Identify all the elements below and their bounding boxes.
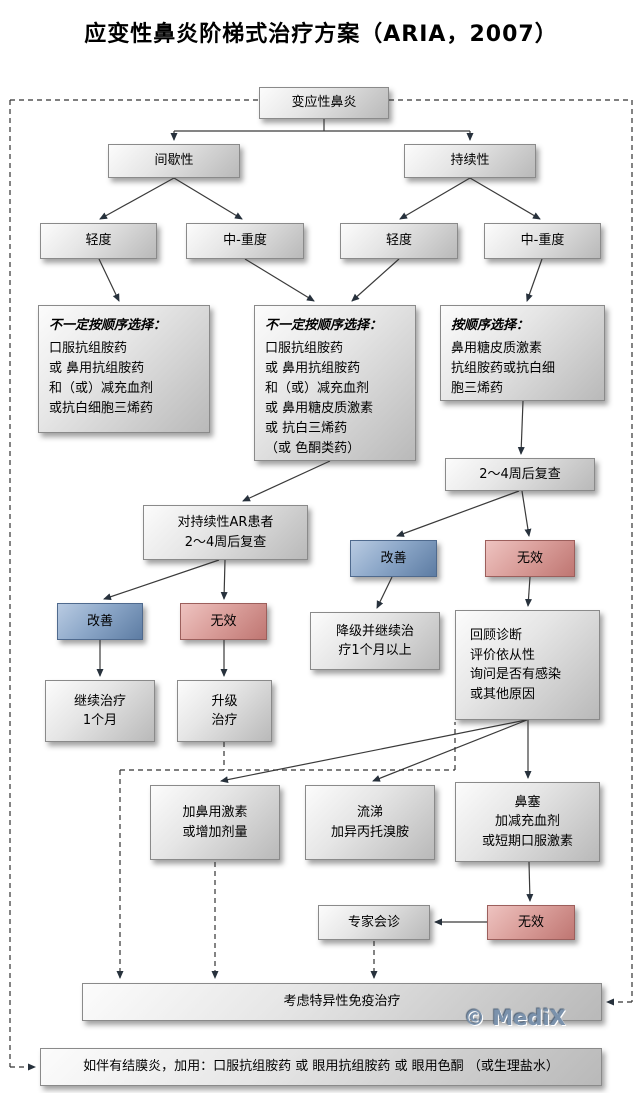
node-ineffective-left: 无效	[180, 603, 267, 640]
node-treatment-mixed: 不一定按顺序选择： 口服抗组胺药 或 鼻用抗组胺药 和（或）减充血剂 或 鼻用糖…	[254, 305, 416, 461]
node-review-diagnosis: 回顾诊断 评价依从性 询问是否有感染 或其他原因	[455, 610, 600, 720]
node-ineffective-bottom: 无效	[487, 905, 575, 940]
node-intermittent-mild: 轻度	[40, 223, 157, 259]
node-congestion: 鼻塞 加减充血剂 或短期口服激素	[455, 782, 600, 862]
node-review-2-4-weeks-label: 2～4周后复查	[479, 466, 561, 482]
node-upgrade-treatment-label: 升级 治疗	[211, 693, 238, 729]
node-persistent-ar-review-label: 对持续性AR患者 2～4周后复查	[177, 515, 274, 550]
node-immunotherapy: 考虑特异性免疫治疗	[82, 983, 602, 1021]
node-ineffective-right: 无效	[485, 540, 575, 577]
node-ineffective-right-label: 无效	[516, 550, 543, 566]
node-improve-left: 改善	[57, 603, 143, 640]
node-intermittent: 间歇性	[108, 144, 240, 178]
node-persistent-moderate-severe-label: 中-重度	[520, 233, 565, 249]
node-immunotherapy-label: 考虑特异性免疫治疗	[283, 994, 401, 1010]
node-persistent-mild: 轻度	[340, 223, 458, 259]
node-conjunctivitis-label: 如伴有结膜炎，加用：口服抗组胺药 或 眼用抗组胺药 或 眼用色酮 （或生理盐水）	[83, 1059, 559, 1075]
node-add-nasal-steroid-label: 加鼻用激素 或增加剂量	[182, 805, 248, 840]
node-treatment-mixed-heading: 不一定按顺序选择：	[265, 318, 383, 333]
node-persistent-ar-review: 对持续性AR患者 2～4周后复查	[143, 505, 308, 560]
node-review-2-4-weeks: 2～4周后复查	[445, 458, 595, 491]
node-intermittent-moderate-severe: 中-重度	[186, 223, 304, 259]
node-rhinorrhea: 流涕 加异丙托溴胺	[305, 785, 435, 860]
node-continue-1-month: 继续治疗 1个月	[45, 680, 155, 742]
node-persistent: 持续性	[404, 144, 536, 178]
node-congestion-label: 鼻塞 加减充血剂 或短期口服激素	[481, 794, 573, 849]
node-treatment-intermittent-mild-body: 口服抗组胺药 或 鼻用抗组胺药 和（或）减充血剂 或抗白细胞三烯药	[49, 340, 154, 416]
node-upgrade-treatment: 升级 治疗	[177, 680, 272, 742]
node-treatment-intermittent-mild-heading: 不一定按顺序选择：	[49, 318, 167, 333]
node-improve-right-label: 改善	[380, 550, 407, 566]
node-intermittent-moderate-severe-label: 中-重度	[223, 233, 267, 249]
node-treatment-persistent-moderate-severe: 按顺序选择： 鼻用糖皮质激素 抗组胺药或抗白细 胞三烯药	[440, 305, 605, 401]
node-treatment-intermittent-mild: 不一定按顺序选择： 口服抗组胺药 或 鼻用抗组胺药 和（或）减充血剂 或抗白细胞…	[38, 305, 210, 433]
node-ineffective-bottom-label: 无效	[517, 914, 544, 930]
node-treatment-mixed-body: 口服抗组胺药 或 鼻用抗组胺药 和（或）减充血剂 或 鼻用糖皮质激素 或 抗白三…	[265, 340, 374, 457]
node-add-nasal-steroid: 加鼻用激素 或增加剂量	[150, 785, 280, 860]
node-expert-consultation-label: 专家会诊	[347, 914, 400, 930]
node-rhinitis-label: 变应性鼻炎	[291, 95, 357, 111]
node-persistent-mild-label: 轻度	[385, 233, 412, 249]
node-intermittent-mild-label: 轻度	[85, 233, 112, 249]
node-persistent-label: 持续性	[450, 153, 490, 169]
node-review-diagnosis-label: 回顾诊断 评价依从性 询问是否有感染 或其他原因	[470, 628, 562, 702]
page-title: 应变性鼻炎阶梯式治疗方案（ARIA，2007）	[84, 22, 558, 47]
node-persistent-moderate-severe: 中-重度	[484, 223, 601, 259]
node-improve-right: 改善	[350, 540, 437, 577]
node-downgrade-continue: 降级并继续治 疗1个月以上	[310, 612, 440, 670]
node-rhinitis: 变应性鼻炎	[259, 87, 389, 119]
node-expert-consultation: 专家会诊	[318, 905, 430, 940]
node-intermittent-label: 间歇性	[154, 153, 194, 169]
node-continue-1-month-label: 继续治疗 1个月	[73, 693, 126, 729]
node-downgrade-continue-label: 降级并继续治 疗1个月以上	[335, 623, 414, 659]
node-treatment-persistent-moderate-severe-heading: 按顺序选择：	[451, 318, 530, 333]
node-conjunctivitis: 如伴有结膜炎，加用：口服抗组胺药 或 眼用抗组胺药 或 眼用色酮 （或生理盐水）	[40, 1048, 602, 1086]
node-ineffective-left-label: 无效	[210, 613, 237, 629]
medix-watermark: © MediX	[464, 1006, 566, 1030]
node-improve-left-label: 改善	[86, 613, 113, 629]
node-rhinorrhea-label: 流涕 加异丙托溴胺	[330, 805, 409, 840]
node-treatment-persistent-moderate-severe-body: 鼻用糖皮质激素 抗组胺药或抗白细 胞三烯药	[451, 340, 556, 396]
